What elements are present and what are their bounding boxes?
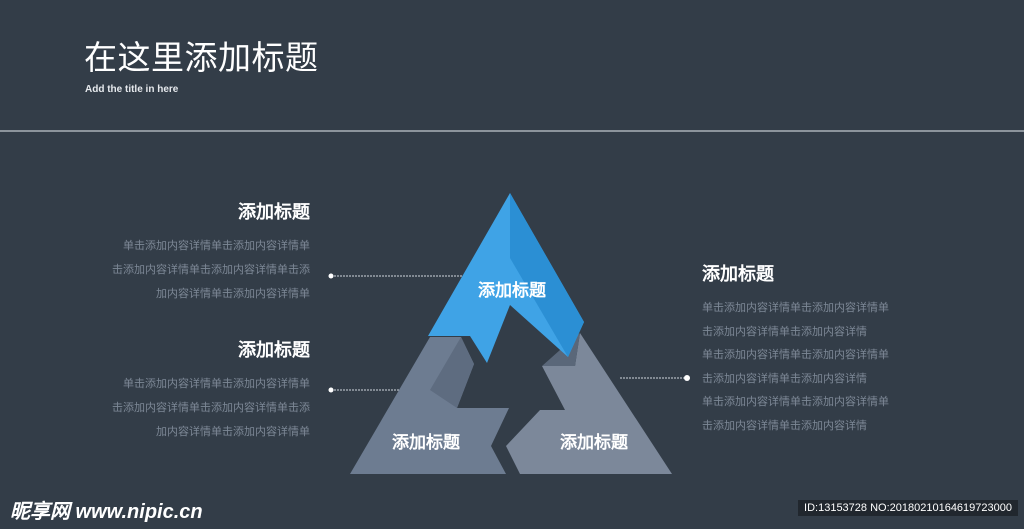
callout-text-line: 单击添加内容详情单击添加内容详情单 bbox=[702, 395, 889, 408]
header-divider bbox=[0, 130, 1024, 132]
connector-dot-left2 bbox=[328, 387, 334, 393]
watermark-id: ID:13153728 NO:20180210164619723000 bbox=[798, 500, 1018, 516]
diagram-label-top: 添加标题 bbox=[478, 280, 547, 301]
callout-heading: 添加标题 bbox=[702, 264, 774, 285]
connector-dot-right1 bbox=[684, 375, 690, 381]
callout-text-line: 加内容详情单击添加内容详情单 bbox=[156, 287, 310, 300]
page-subtitle: Add the title in here bbox=[85, 84, 179, 95]
callout-heading: 添加标题 bbox=[238, 202, 310, 223]
connector-dot-left1 bbox=[328, 273, 334, 279]
page-title: 在这里添加标题 bbox=[84, 38, 319, 77]
callout-text-line: 击添加内容详情单击添加内容详情 bbox=[702, 418, 867, 432]
triangle-segment-top-fold bbox=[510, 193, 584, 357]
triangle-segment-bottom-right bbox=[506, 333, 672, 474]
triangle-segment-bottom-left-fold bbox=[430, 337, 474, 408]
callout-text-line: 击添加内容详情单击添加内容详情 bbox=[702, 324, 867, 338]
callout-text-line: 加内容详情单击添加内容详情单 bbox=[156, 425, 310, 438]
callout-right-1: 添加标题 单击添加内容详情单击添加内容详情单 击添加内容详情单击添加内容详情 单… bbox=[702, 262, 889, 437]
callout-left-1: 添加标题 单击添加内容详情单击添加内容详情单 击添加内容详情单击添加内容详情单击… bbox=[112, 200, 310, 306]
callout-text-line: 单击添加内容详情单击添加内容详情单 bbox=[702, 301, 889, 314]
callout-text-line: 单击添加内容详情单击添加内容详情单 bbox=[123, 239, 310, 252]
callout-text-line: 击添加内容详情单击添加内容详情单击添 bbox=[112, 263, 310, 276]
callout-heading: 添加标题 bbox=[238, 340, 310, 361]
callout-left-2: 添加标题 单击添加内容详情单击添加内容详情单 击添加内容详情单击添加内容详情单击… bbox=[112, 338, 310, 444]
diagram-label-bottom-left: 添加标题 bbox=[392, 432, 461, 453]
callout-text-line: 击添加内容详情单击添加内容详情单击添 bbox=[112, 401, 310, 414]
callout-text-line: 单击添加内容详情单击添加内容详情单 bbox=[123, 377, 310, 390]
callout-text-line: 击添加内容详情单击添加内容详情 bbox=[702, 371, 867, 385]
watermark-logo: 昵享网 www.nipic.cn bbox=[10, 501, 203, 523]
diagram-label-bottom-right: 添加标题 bbox=[560, 432, 629, 453]
callout-text-line: 单击添加内容详情单击添加内容详情单 bbox=[702, 348, 889, 361]
triangle-segment-top bbox=[428, 193, 584, 363]
